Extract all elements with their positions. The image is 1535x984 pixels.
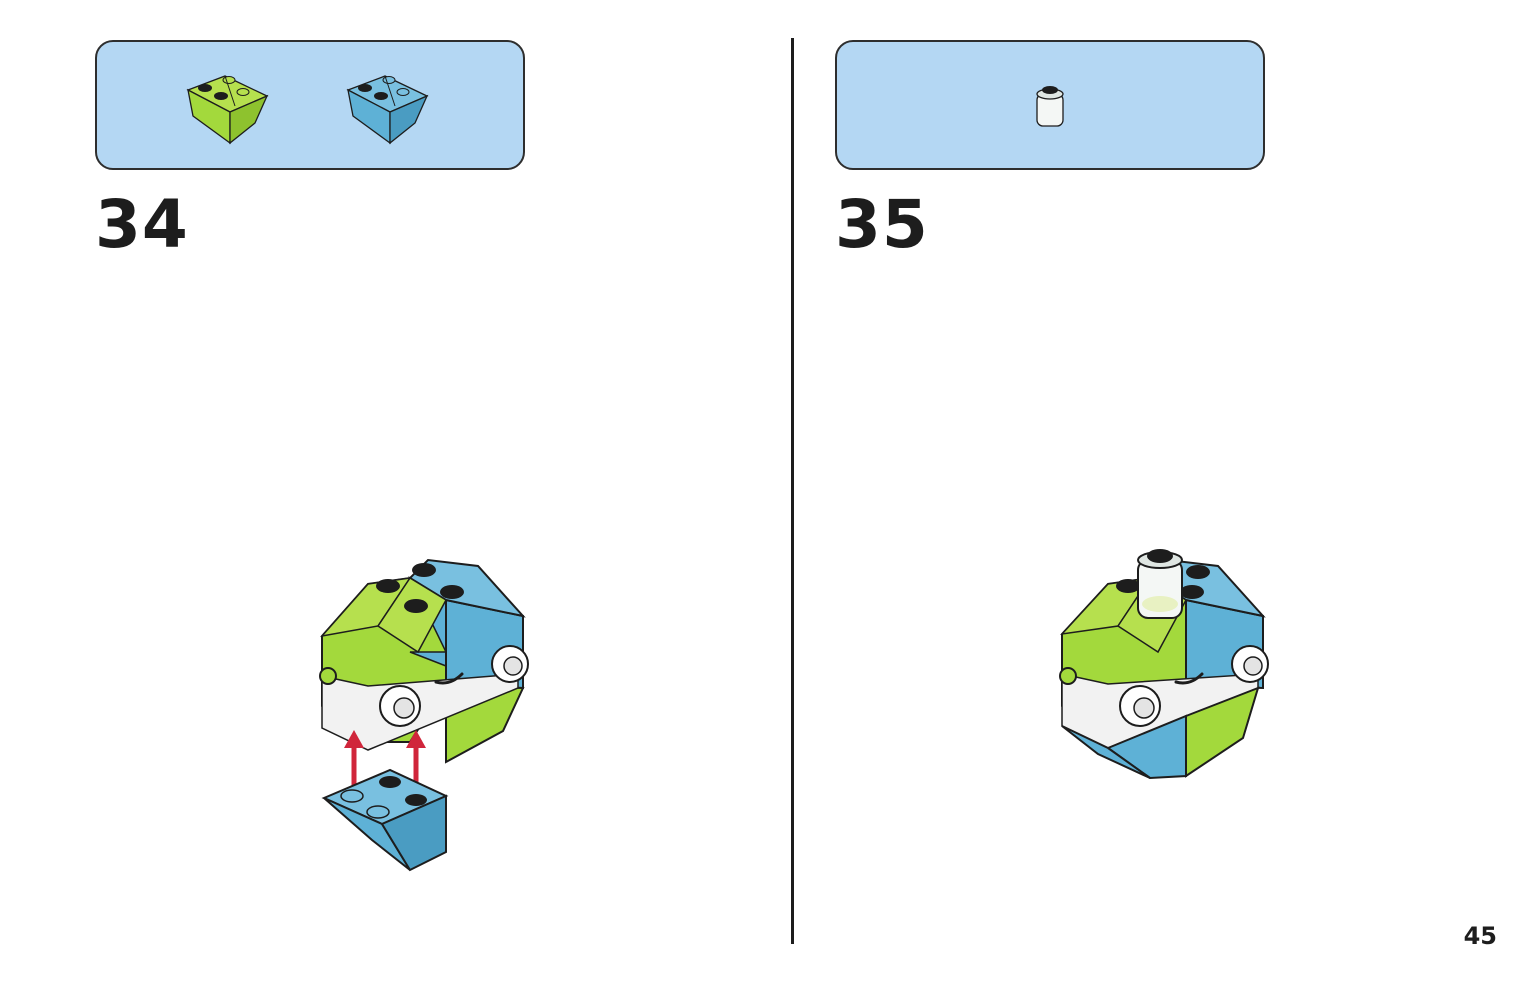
page-number: 45: [1463, 922, 1497, 950]
parts-callout: [835, 40, 1265, 170]
build-step-34: 34: [0, 0, 740, 984]
step-number: 35: [835, 186, 929, 263]
azure-inverted-slope-brick-icon: [346, 75, 429, 145]
parts-callout: [95, 40, 525, 170]
build-step-35: 35: [740, 0, 1480, 984]
build-model-illustration: [319, 558, 529, 872]
step-number: 34: [95, 186, 189, 263]
lime-inverted-slope-brick-icon: [186, 75, 269, 145]
build-model-illustration: [1059, 549, 1269, 780]
page-divider: [791, 38, 794, 944]
trans-clear-round-plate-icon: [1036, 86, 1064, 127]
